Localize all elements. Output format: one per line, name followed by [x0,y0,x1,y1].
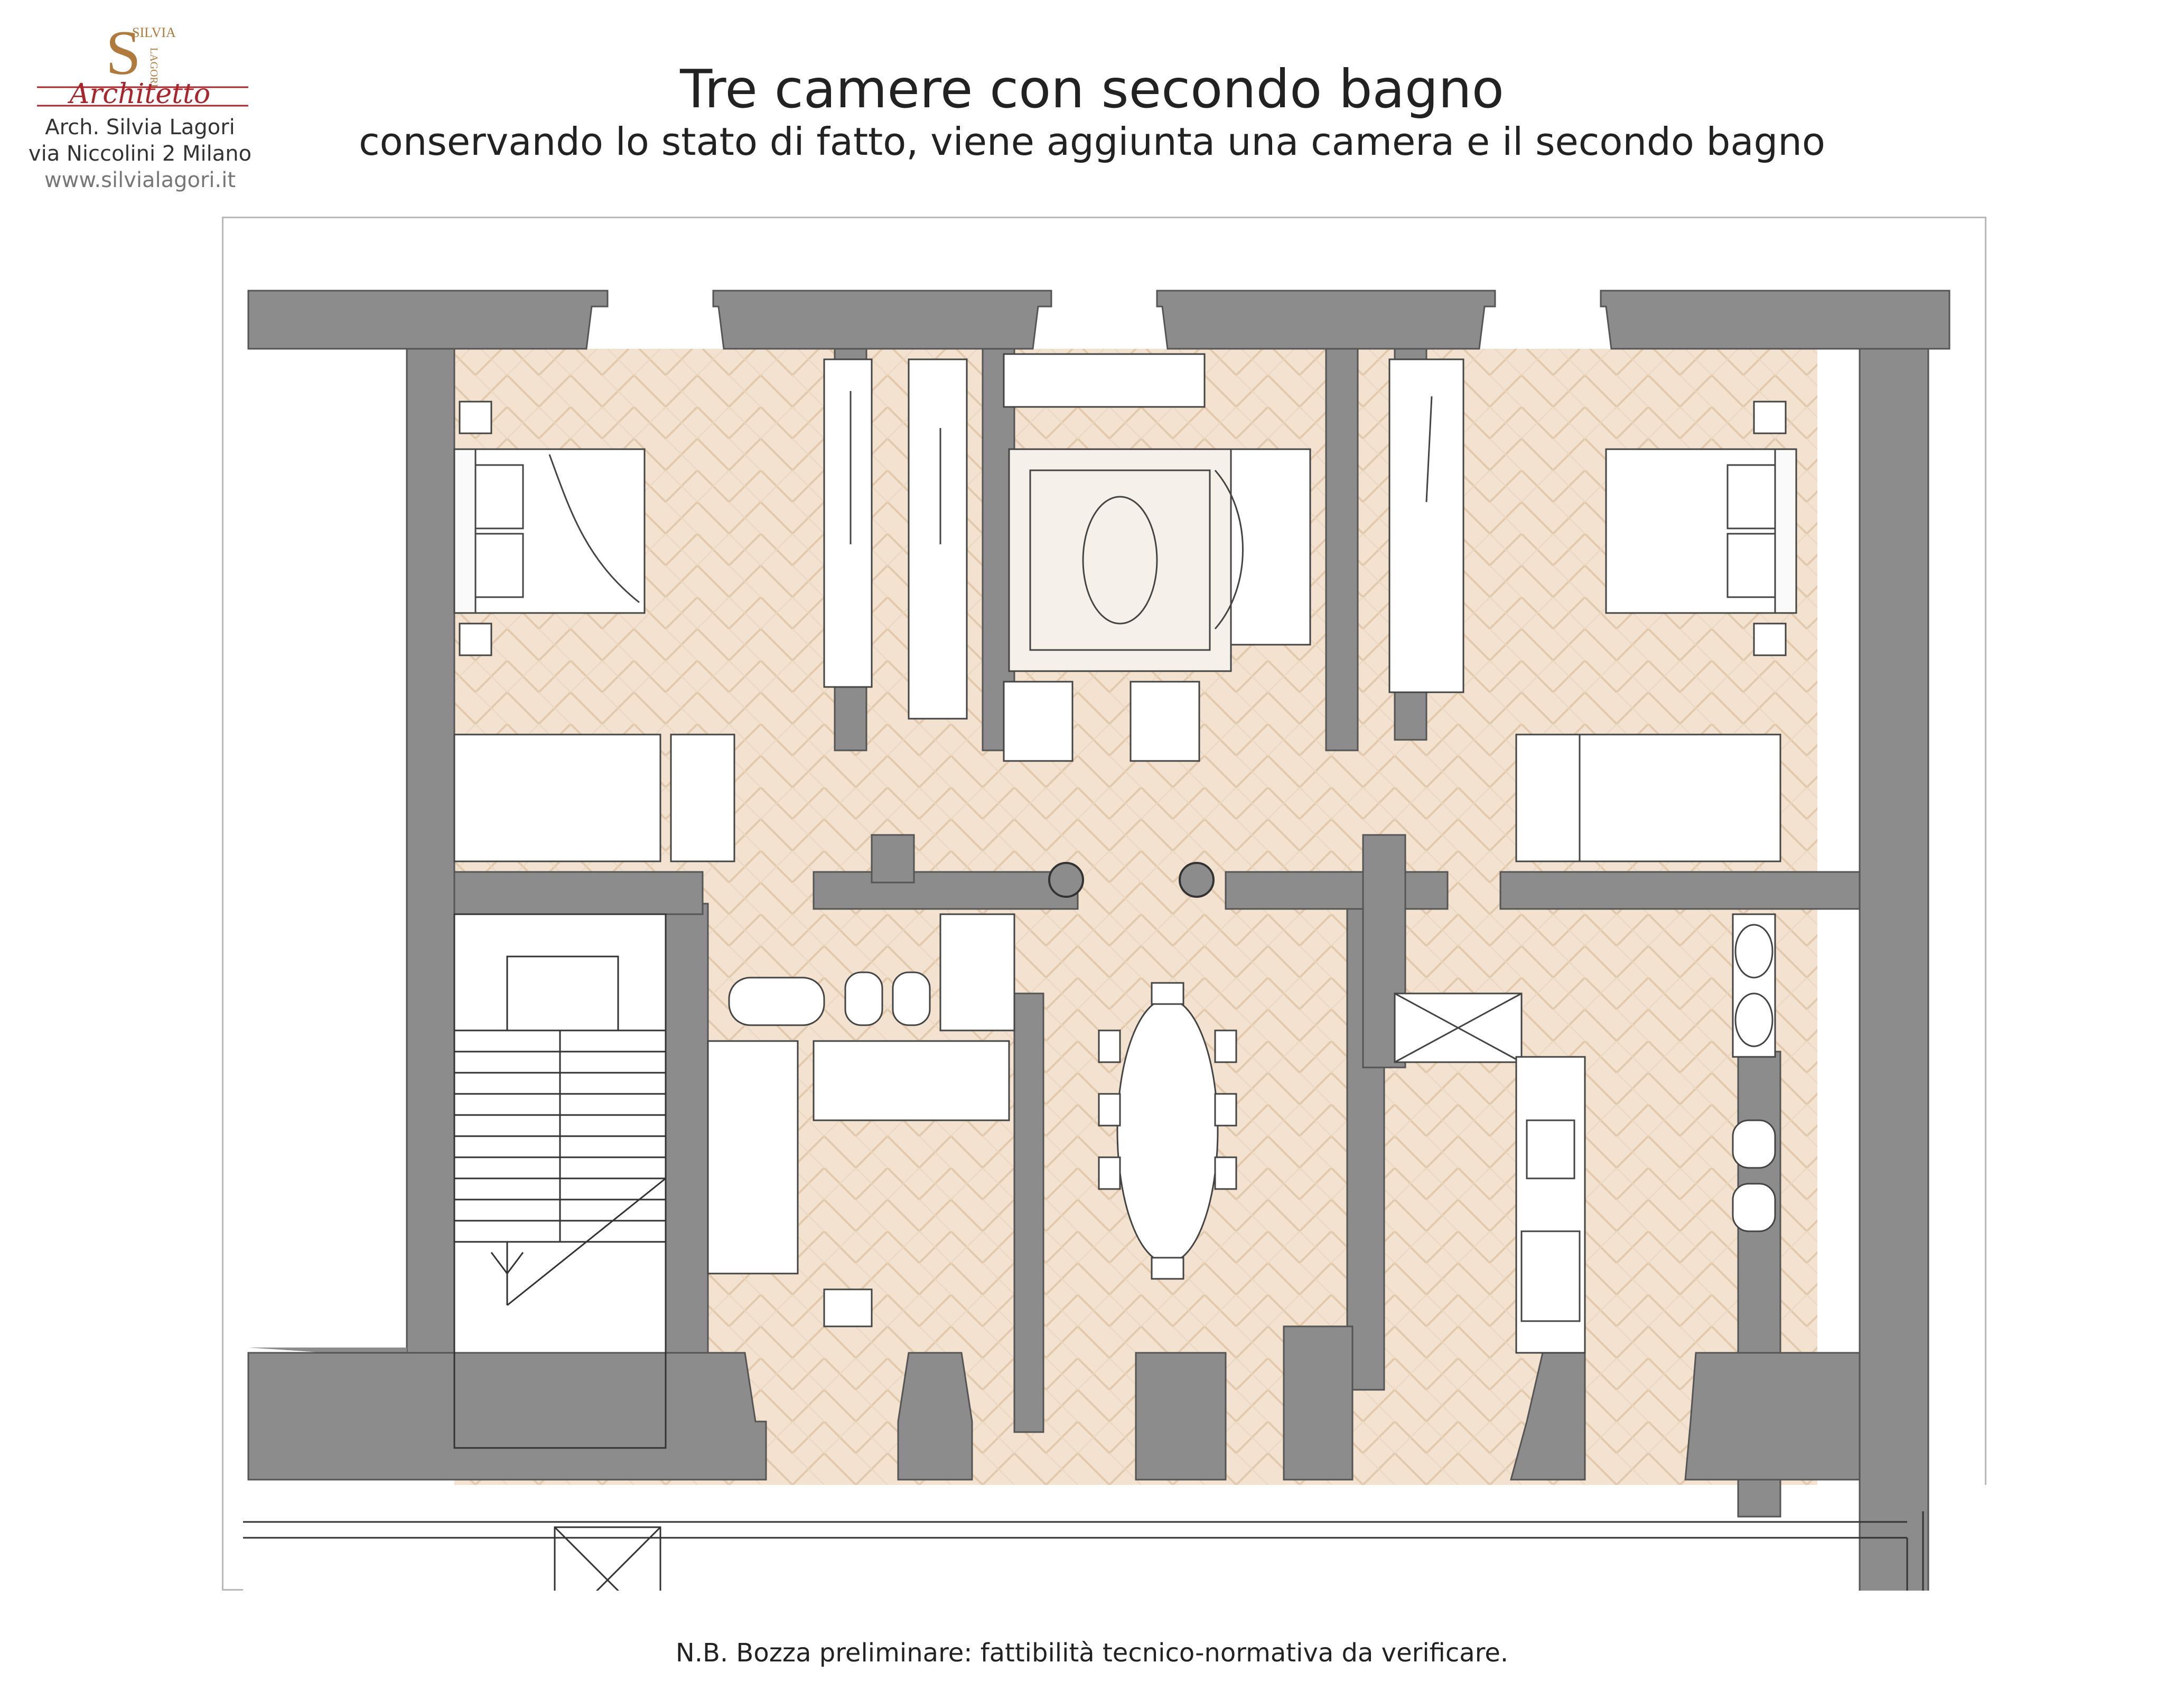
footer-note: N.B. Bozza preliminare: fattibilità tecn… [675,1638,1509,1668]
svg-text:SILVIA: SILVIA [132,25,176,40]
staircase-icon [453,913,667,1449]
nightstand-icon [459,401,492,434]
chair-icon [1214,1156,1237,1190]
bidet-icon [844,971,883,1026]
laundry-icon [823,1288,873,1327]
wardrobe-icon [823,358,873,688]
terrace-railing [243,1511,1924,1591]
closet-icon [1579,733,1781,862]
studio-name: Arch. Silvia Lagori [45,115,235,140]
chair-icon [1214,1029,1237,1063]
dining-table-icon [1116,998,1219,1264]
bedroom-left [453,358,873,862]
bedroom-right [1388,358,1797,862]
bidet-icon [1732,1183,1776,1232]
floor-plan [243,290,1986,1591]
bathroom-main [707,913,1015,1327]
svg-text:Architetto: Architetto [68,78,210,110]
bathroom-second [1732,913,1776,1232]
studio-address: via Niccolini 2 Milano [28,142,252,166]
nightstand-icon [1753,623,1787,656]
column-right [1179,862,1215,898]
chair-icon [1098,1093,1121,1127]
bathtub-icon [813,1040,1010,1121]
toilet-icon [1732,1119,1776,1169]
sink-icon [728,977,825,1026]
chair-icon [1098,1029,1121,1063]
living-room [908,353,1311,762]
kitchen [1394,992,1586,1354]
chair-icon [1214,1093,1237,1127]
nightstand-icon [459,623,492,656]
closet-icon [453,733,661,862]
walls [247,290,1950,1591]
armchair-icon [1003,681,1074,762]
wardrobe-icon [1388,358,1464,693]
shower-icon [707,1040,799,1275]
sofa-icon [1003,353,1206,408]
chair-icon [1151,982,1184,1005]
column-left [1048,862,1084,898]
rug-icon [1008,448,1232,672]
chair-icon [1098,1156,1121,1190]
svg-text:LAGORI: LAGORI [148,48,160,88]
page-subtitle: conservando lo stato di fatto, viene agg… [359,119,1825,164]
sofa-icon [1230,448,1311,646]
logo-monogram-icon: S SILVIA LAGORI Architetto [37,17,248,110]
page-title: Tre camere con secondo bagno [680,58,1504,120]
chair-icon [1151,1257,1184,1280]
stove-icon [1520,1230,1581,1322]
dining-area [1098,982,1237,1280]
kitchen-sink-icon [1526,1119,1575,1179]
nightstand-icon [1753,401,1787,434]
armchair-icon [1130,681,1200,762]
toilet-icon [892,971,931,1026]
wardrobe-icon [908,358,968,720]
studio-website: www.silvialagori.it [44,168,236,192]
svg-text:S: S [106,17,141,88]
studio-logo: S SILVIA LAGORI Architetto Arch. Silvia … [26,16,254,192]
